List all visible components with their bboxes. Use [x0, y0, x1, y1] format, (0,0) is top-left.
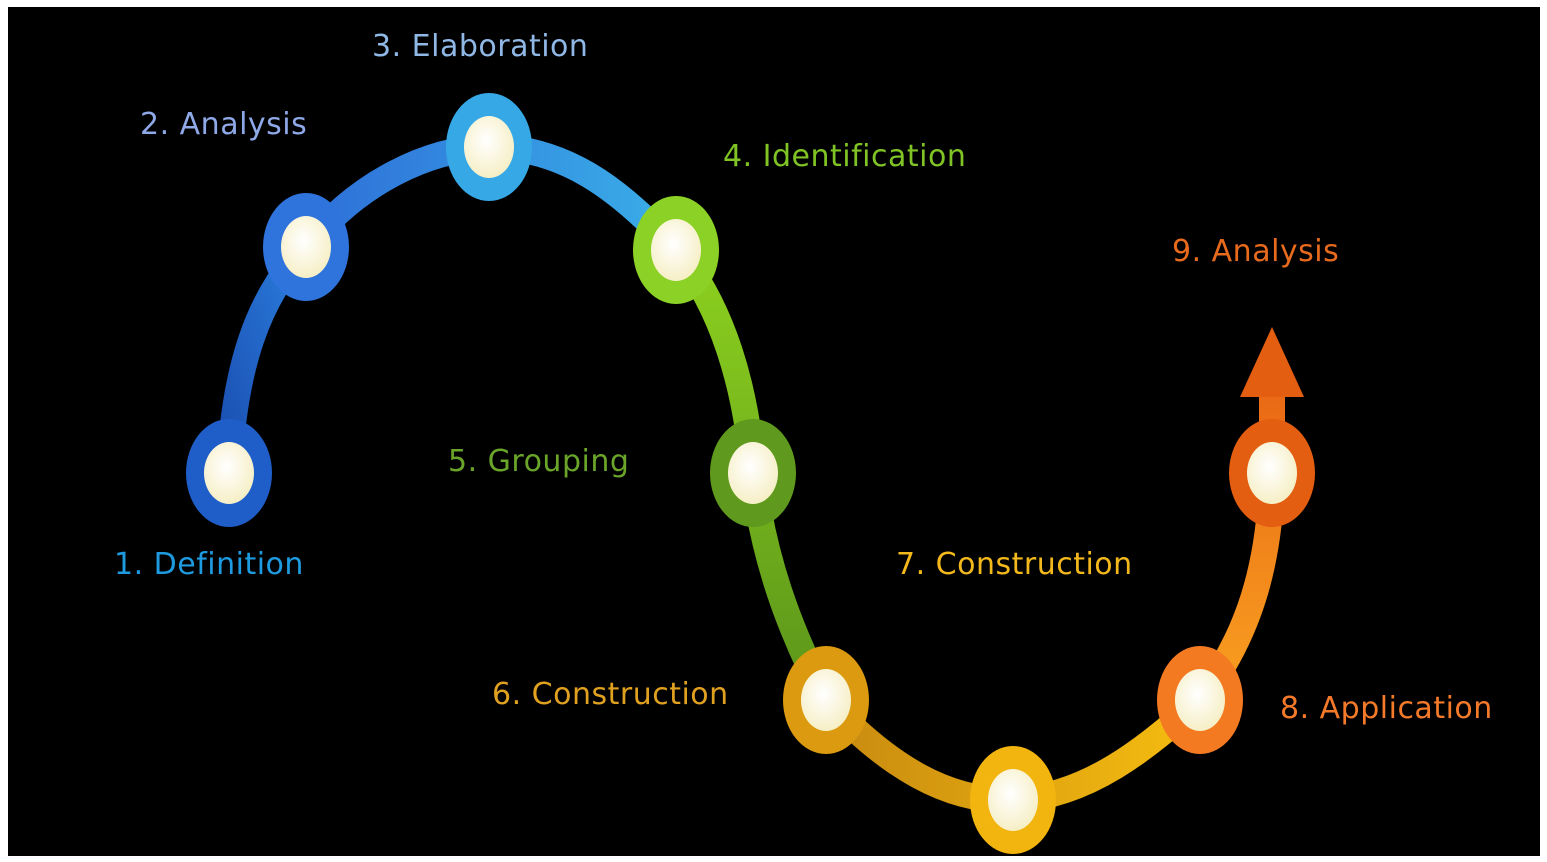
step-label-6: 6. Construction [492, 677, 729, 712]
step-label-9: 9. Analysis [1172, 234, 1340, 269]
node-center-4 [651, 219, 701, 281]
diagram-canvas: 1. Definition 2. Analysis 3. Elaboration… [8, 7, 1540, 856]
node-center-2 [281, 216, 331, 278]
node-center-3 [464, 116, 514, 178]
node-center-6 [801, 669, 851, 731]
step-label-8: 8. Application [1280, 691, 1493, 726]
node-center-7 [988, 769, 1038, 831]
step-label-4: 4. Identification [723, 139, 967, 174]
step-label-7: 7. Construction [896, 547, 1133, 582]
step-label-3: 3. Elaboration [372, 29, 589, 64]
node-center-8 [1175, 669, 1225, 731]
process-curve [186, 93, 1315, 854]
node-center-5 [728, 442, 778, 504]
step-label-2: 2. Analysis [140, 107, 308, 142]
step-label-5: 5. Grouping [448, 444, 630, 479]
node-center-1 [204, 442, 254, 504]
step-label-1: 1. Definition [114, 547, 304, 582]
arrow-up-icon [1240, 327, 1304, 397]
node-center-9 [1247, 442, 1297, 504]
